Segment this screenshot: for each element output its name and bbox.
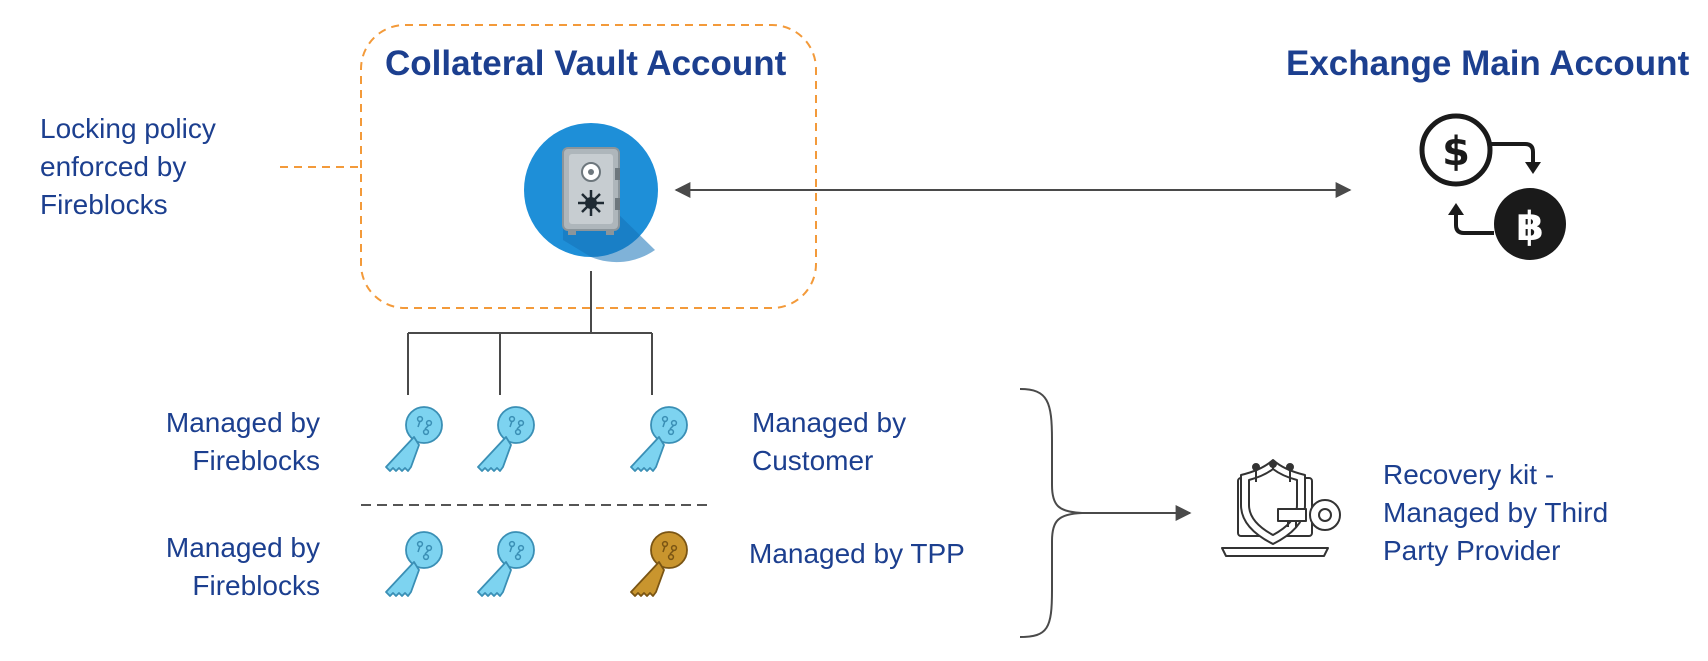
locking-policy-line-3: Fireblocks — [40, 189, 168, 220]
managed-fireblocks-bottom-line-2: Fireblocks — [192, 570, 320, 601]
svg-text:฿: ฿ — [1516, 204, 1544, 250]
locking-policy-label: Locking policy enforced by Fireblocks — [40, 110, 216, 224]
recovery-kit-line-1: Recovery kit - — [1383, 459, 1555, 490]
key-icon-fireblocks-4 — [477, 531, 535, 597]
managed-fireblocks-bottom-line-1: Managed by — [165, 532, 320, 563]
managed-by-customer-label: Managed by Customer — [752, 404, 906, 480]
safe-icon — [524, 123, 658, 263]
key-tree-connector — [407, 271, 653, 395]
key-icon-fireblocks-2 — [477, 406, 535, 472]
key-icon-customer — [630, 406, 688, 472]
key-icon-fireblocks-1 — [385, 406, 443, 472]
currency-exchange-icon: $ ฿ — [1419, 113, 1566, 260]
grouping-brace — [1019, 388, 1083, 638]
vault-boundary — [360, 24, 817, 309]
managed-by-fireblocks-top-label: Managed by Fireblocks — [120, 404, 320, 480]
locking-policy-line-1: Locking policy — [40, 113, 216, 144]
vault-account-title: Collateral Vault Account — [385, 44, 787, 83]
managed-fireblocks-top-line-2: Fireblocks — [192, 445, 320, 476]
exchange-account-title: Exchange Main Account — [1286, 44, 1690, 83]
key-icon-tpp — [630, 531, 688, 597]
managed-fireblocks-top-line-1: Managed by — [165, 407, 320, 438]
recovery-kit-line-2: Managed by Third — [1383, 497, 1609, 528]
managed-by-fireblocks-bottom-label: Managed by Fireblocks — [120, 529, 320, 605]
key-icon-fireblocks-3 — [385, 531, 443, 597]
svg-text:$: $ — [1442, 129, 1470, 175]
laptop-shield-key-icon — [1221, 459, 1341, 557]
managed-by-tpp-label: Managed by TPP — [749, 538, 965, 569]
managed-customer-line-1: Managed by — [752, 407, 907, 438]
recovery-kit-line-3: Party Provider — [1383, 535, 1561, 566]
managed-customer-line-2: Customer — [752, 445, 874, 476]
locking-policy-line-2: enforced by — [40, 151, 187, 182]
recovery-kit-label: Recovery kit - Managed by Third Party Pr… — [1383, 456, 1608, 570]
